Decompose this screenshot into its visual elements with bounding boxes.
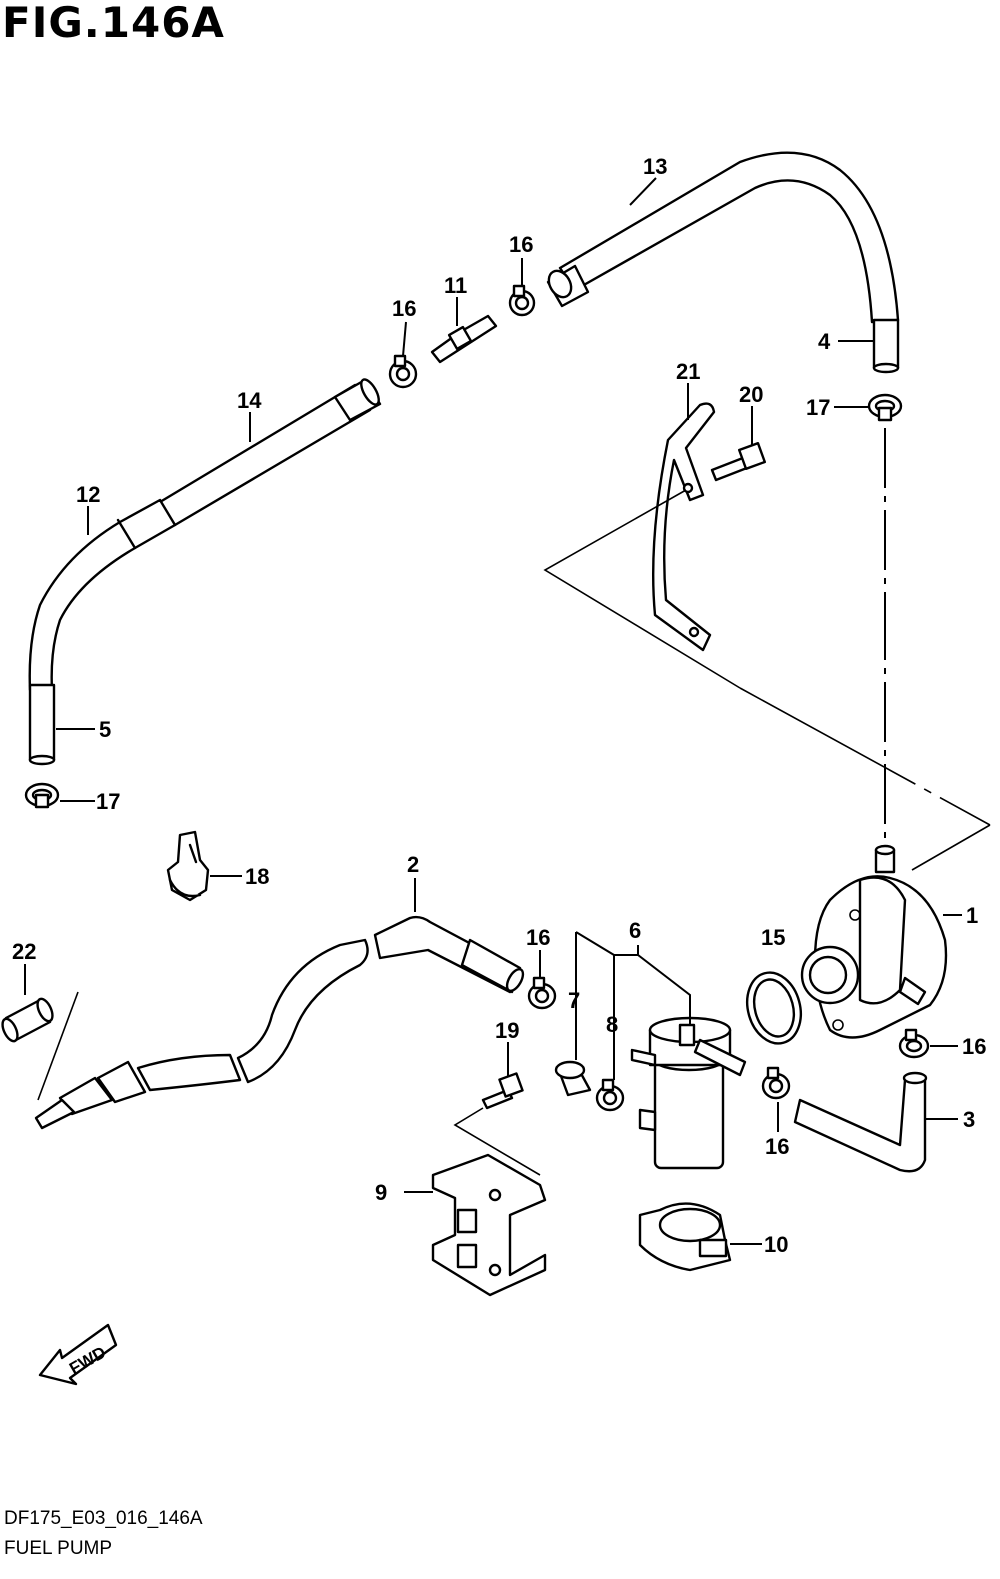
hose-2 bbox=[34, 915, 525, 1130]
callout-labels: 1 2 3 4 5 6 7 8 9 10 11 12 13 14 15 16 1… bbox=[12, 154, 986, 1257]
callout-16-top: 16 bbox=[509, 232, 533, 257]
clamp-16-right bbox=[898, 1028, 930, 1059]
bolt-19 bbox=[481, 1072, 524, 1110]
callout-7: 7 bbox=[568, 988, 580, 1013]
clamp-16-lower bbox=[761, 1066, 791, 1100]
clamp-17-right bbox=[867, 393, 903, 422]
hose-14 bbox=[158, 378, 382, 527]
callout-2: 2 bbox=[407, 852, 419, 877]
figure-title: FIG.146A bbox=[2, 0, 225, 47]
leader-lines bbox=[24, 177, 991, 1245]
callout-14: 14 bbox=[237, 388, 262, 413]
clamp-16-left bbox=[388, 354, 418, 389]
fuel-filter-6 bbox=[630, 1016, 747, 1170]
callout-20: 20 bbox=[739, 382, 763, 407]
hose-5 bbox=[28, 683, 56, 766]
callout-12: 12 bbox=[76, 482, 100, 507]
callout-1: 1 bbox=[966, 903, 978, 928]
o-ring-15 bbox=[746, 971, 802, 1045]
bolt-20 bbox=[710, 441, 767, 482]
callout-17-left: 17 bbox=[96, 789, 120, 814]
callout-18: 18 bbox=[245, 864, 269, 889]
bracket-21 bbox=[652, 402, 716, 652]
callout-17-right: 17 bbox=[806, 395, 830, 420]
callout-13: 13 bbox=[643, 154, 667, 179]
callout-8: 8 bbox=[606, 1012, 618, 1037]
callout-4: 4 bbox=[818, 329, 831, 354]
clip-18 bbox=[166, 830, 210, 902]
callout-11: 11 bbox=[444, 273, 467, 298]
figure-code: DF175_E03_016_146A bbox=[4, 1508, 203, 1529]
callout-3: 3 bbox=[963, 1107, 975, 1132]
fuel-pump-1 bbox=[800, 844, 948, 1039]
clamp-17-left bbox=[24, 782, 60, 809]
joint-7 bbox=[554, 1060, 592, 1097]
figure-name: FUEL PUMP bbox=[4, 1538, 113, 1559]
callout-16-right: 16 bbox=[962, 1034, 986, 1059]
callout-6: 6 bbox=[629, 918, 641, 943]
callout-16-mid: 16 bbox=[526, 925, 550, 950]
callout-16-left: 16 bbox=[392, 296, 416, 321]
hose-13 bbox=[546, 151, 900, 324]
clamp-16-mid bbox=[527, 976, 557, 1010]
hose-4 bbox=[872, 318, 900, 374]
callout-16-lower: 16 bbox=[765, 1134, 789, 1159]
cap-22 bbox=[1, 997, 54, 1043]
callout-21: 21 bbox=[676, 359, 700, 384]
clamp-16-top bbox=[508, 284, 536, 317]
bracket-9 bbox=[431, 1153, 547, 1297]
band-10 bbox=[638, 1202, 732, 1272]
fwd-arrow-icon: FWD bbox=[38, 1323, 118, 1386]
callout-5: 5 bbox=[99, 717, 111, 742]
hose-3 bbox=[793, 1071, 928, 1173]
clamp-8 bbox=[595, 1078, 625, 1112]
callout-15: 15 bbox=[761, 925, 785, 950]
callout-22: 22 bbox=[12, 939, 36, 964]
hose-12 bbox=[28, 498, 177, 692]
callout-10: 10 bbox=[764, 1232, 788, 1257]
callout-9: 9 bbox=[375, 1180, 387, 1205]
joint-11 bbox=[430, 314, 498, 364]
callout-19: 19 bbox=[495, 1018, 519, 1043]
